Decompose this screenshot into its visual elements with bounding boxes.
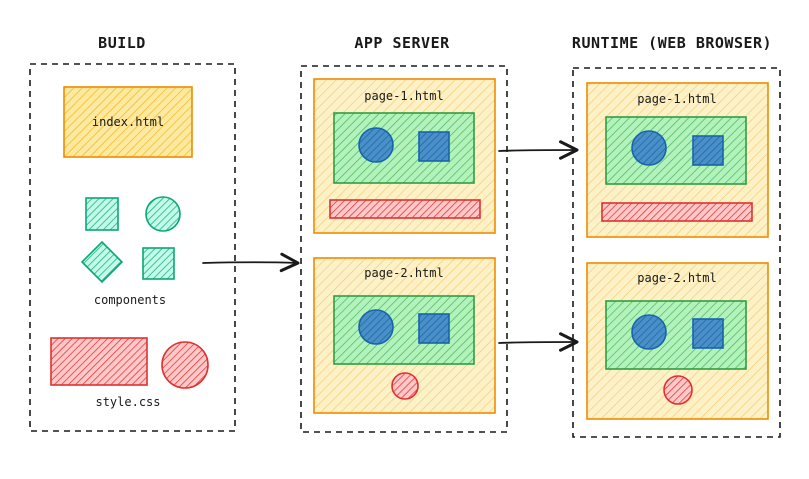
- server-page-2: page-2.html: [313, 257, 496, 414]
- runtime-page-2-title: page-2.html: [637, 271, 716, 285]
- server-page-1-red-bar: [329, 199, 481, 219]
- runtime-page-2-square-icon: [692, 318, 724, 349]
- runtime-page-1-title: page-1.html: [637, 92, 716, 106]
- app-server-header: APP SERVER: [354, 34, 450, 52]
- components-label: components: [94, 293, 166, 307]
- server-page-2-content-box: [333, 295, 475, 365]
- runtime-page-1-content-box: [605, 116, 747, 185]
- server-page-2-circle-icon: [358, 309, 394, 345]
- server-page-2-red-circle-icon: [391, 372, 419, 400]
- runtime-page-2-red-circle-icon: [663, 375, 693, 405]
- server-page-1-circle-icon: [358, 127, 394, 163]
- runtime-page-2-circle-icon: [631, 314, 667, 350]
- runtime-container: [572, 67, 781, 438]
- components-group: components: [80, 196, 181, 307]
- runtime-page-1: page-1.html: [586, 82, 769, 238]
- runtime-page-1-circle-icon: [631, 130, 667, 166]
- server-page-1: page-1.html: [313, 78, 496, 234]
- index-file-label: index.html: [92, 115, 164, 129]
- component-diamond-icon: [80, 240, 124, 284]
- runtime-page-2: page-2.html: [586, 262, 769, 420]
- component-small-square-icon: [142, 247, 175, 280]
- index-file: index.html: [63, 86, 193, 158]
- runtime-header: RUNTIME (WEB BROWSER): [572, 34, 772, 52]
- build-container: [29, 63, 236, 432]
- style-circle-icon: [161, 341, 209, 389]
- server-page-1-square-icon: [418, 131, 450, 162]
- style-css-group: style.css: [50, 337, 209, 409]
- runtime-page-1-square-icon: [692, 135, 724, 166]
- component-square-icon: [85, 197, 119, 231]
- page-1-to-runtime-arrow: [498, 140, 579, 160]
- page-2-to-runtime-arrow: [498, 332, 579, 352]
- server-page-2-square-icon: [418, 313, 450, 344]
- app-server-container: [300, 65, 508, 433]
- build-header: BUILD: [98, 34, 146, 52]
- server-page-1-title: page-1.html: [364, 89, 443, 103]
- build-to-server-arrow: [202, 252, 300, 273]
- style-rectangle-icon: [50, 337, 148, 386]
- server-page-2-title: page-2.html: [364, 266, 443, 280]
- style-css-label: style.css: [95, 395, 160, 409]
- server-page-1-content-box: [333, 112, 475, 184]
- runtime-page-1-red-bar: [601, 202, 753, 222]
- runtime-page-2-content-box: [605, 300, 747, 370]
- component-circle-icon: [145, 196, 181, 232]
